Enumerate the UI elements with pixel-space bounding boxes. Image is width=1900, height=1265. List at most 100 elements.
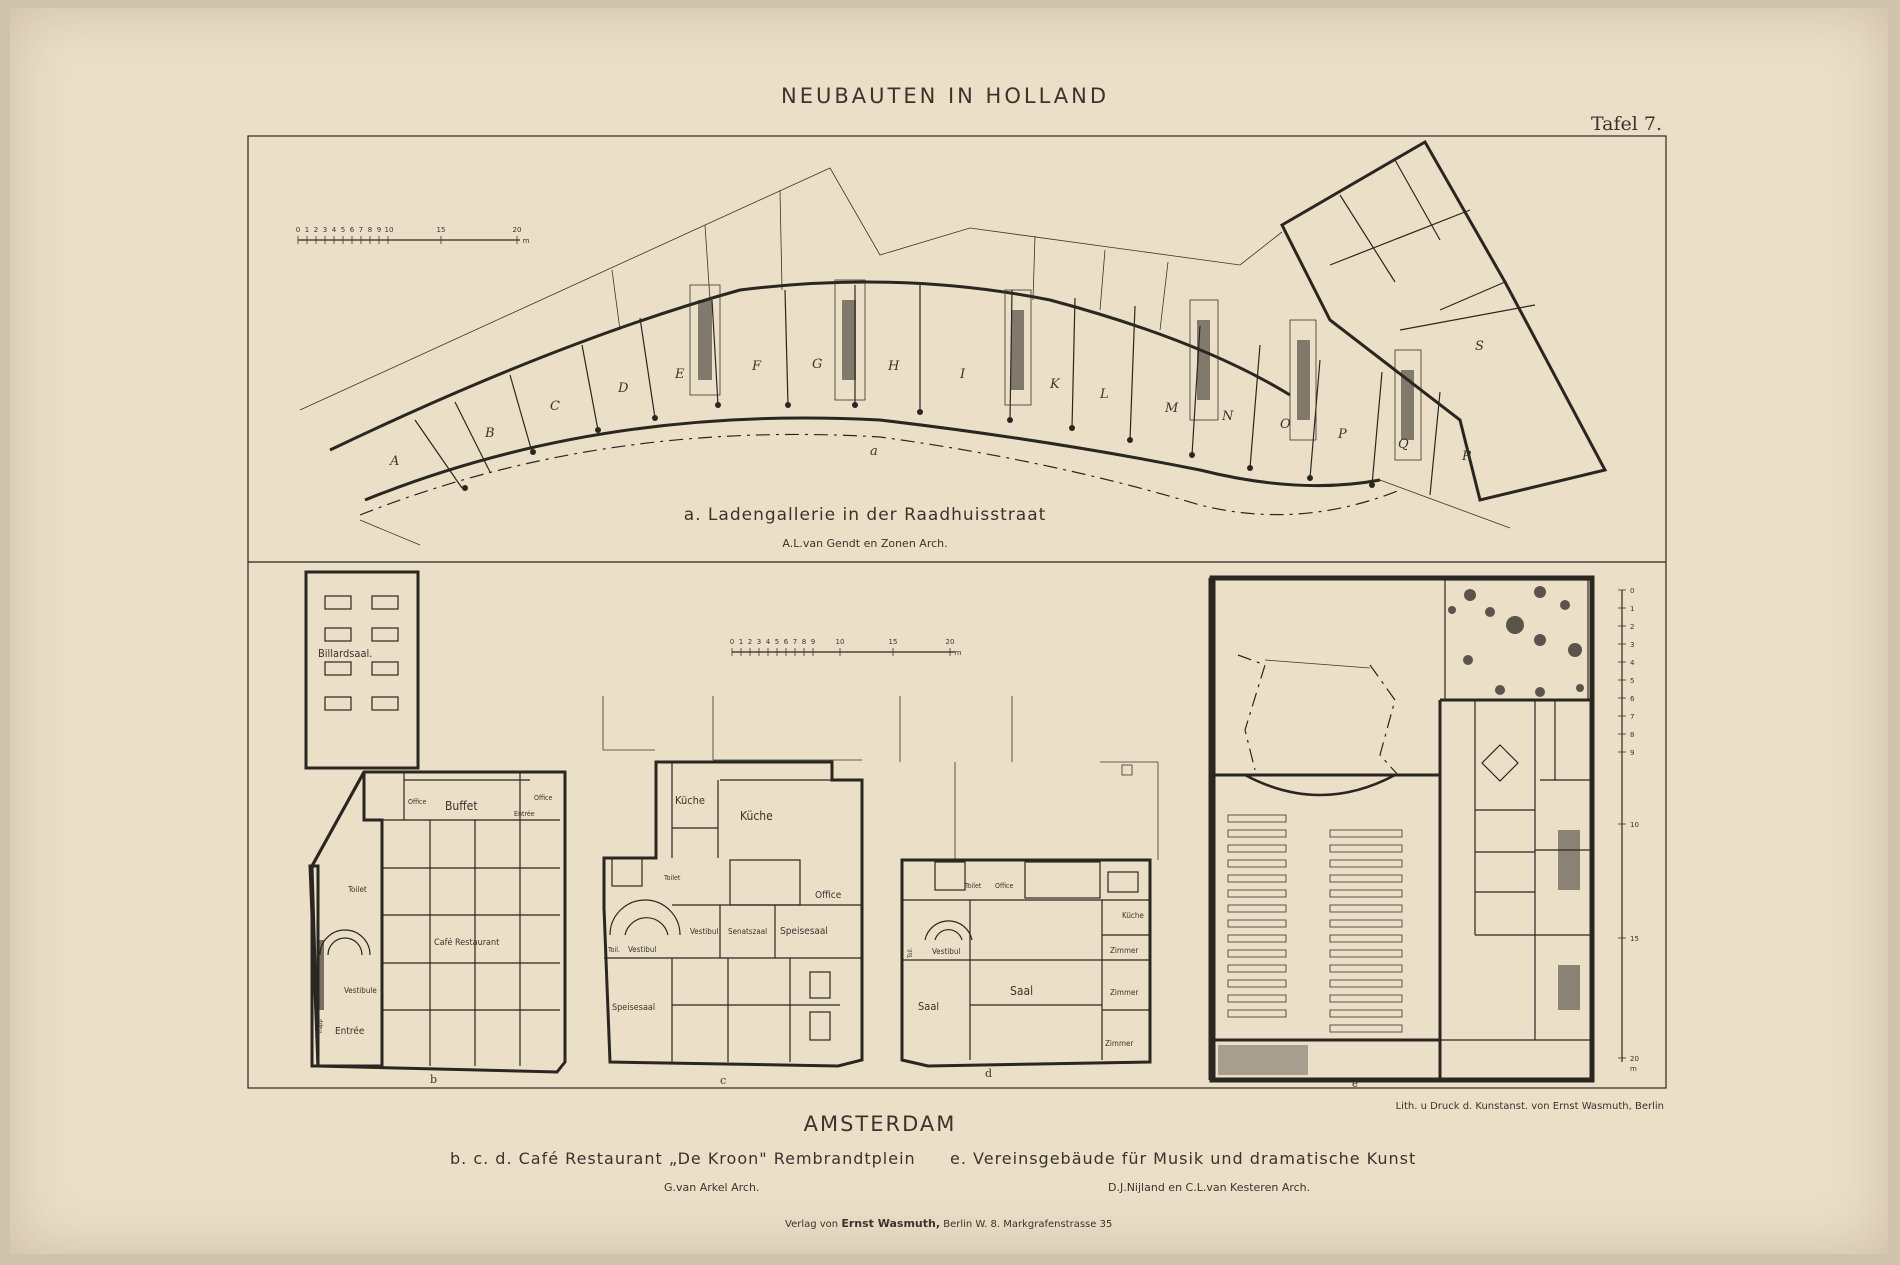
unit-label: K xyxy=(1049,377,1061,392)
auditorium-seating xyxy=(1227,814,1403,1033)
svg-text:4: 4 xyxy=(1630,659,1635,667)
unit-label: C xyxy=(550,399,560,414)
publisher-line: Verlag von Ernst Wasmuth, Berlin W. 8. M… xyxy=(785,1217,1112,1230)
svg-text:5: 5 xyxy=(341,226,345,234)
room-zimmer: Zimmer xyxy=(1110,946,1138,955)
plan-e-vereinsgebaeude: e xyxy=(1208,575,1595,1090)
unit-label: M xyxy=(1164,401,1179,416)
svg-text:15: 15 xyxy=(1630,935,1639,943)
unit-label: E xyxy=(674,367,685,382)
svg-text:20: 20 xyxy=(1630,1055,1639,1063)
svg-text:1: 1 xyxy=(305,226,309,234)
room-buffet: Buffet xyxy=(445,799,478,813)
svg-text:2: 2 xyxy=(748,638,752,646)
room-toilet: Toil. xyxy=(607,946,620,954)
plan-e-marker: e xyxy=(1352,1079,1358,1090)
svg-text:7: 7 xyxy=(793,638,797,646)
room-office: Office xyxy=(995,882,1014,890)
svg-text:3: 3 xyxy=(757,638,761,646)
room-kueche: Küche xyxy=(1122,911,1144,920)
unit-label: O xyxy=(1280,417,1291,432)
room-toilet: Toilet xyxy=(663,874,681,882)
svg-text:3: 3 xyxy=(1630,641,1634,649)
room-vestibul: Vestibul xyxy=(690,927,718,936)
room-billardsaal: Billardsaal. xyxy=(318,647,372,660)
svg-text:9: 9 xyxy=(811,638,815,646)
unit-label: F xyxy=(751,359,762,374)
svg-text:7: 7 xyxy=(1630,713,1634,721)
room-kueche: Küche xyxy=(740,809,773,823)
plan-b-cafe-restaurant: Billardsaal. Buffet Office Office Entrée… xyxy=(304,570,567,1086)
plan-c-marker: c xyxy=(720,1074,726,1087)
city-title: AMSTERDAM xyxy=(804,1112,957,1136)
svg-text:8: 8 xyxy=(1630,731,1634,739)
room-toilet: Toilet xyxy=(964,882,982,890)
plan-a-architect: A.L.van Gendt en Zonen Arch. xyxy=(782,537,947,550)
svg-text:0: 0 xyxy=(1630,587,1634,595)
unit-label: R xyxy=(1461,449,1472,464)
svg-text:1: 1 xyxy=(739,638,743,646)
unit-label: Q xyxy=(1398,437,1409,452)
unit-label: I xyxy=(959,367,966,382)
room-saal: Saal xyxy=(918,1000,939,1013)
svg-text:m: m xyxy=(1630,1065,1637,1073)
unit-label: N xyxy=(1221,409,1234,424)
plate-title: NEUBAUTEN IN HOLLAND xyxy=(781,84,1109,108)
svg-text:2: 2 xyxy=(1630,623,1634,631)
plate-number: Tafel 7. xyxy=(1591,113,1662,135)
room-office: Office xyxy=(408,798,427,806)
svg-text:8: 8 xyxy=(802,638,806,646)
svg-text:15: 15 xyxy=(437,226,446,234)
room-side: Trapp xyxy=(317,1019,324,1035)
svg-text:20: 20 xyxy=(513,226,522,234)
plan-b-marker: b xyxy=(430,1073,437,1086)
svg-text:4: 4 xyxy=(332,226,337,234)
room-toilet: Toilet xyxy=(347,885,367,894)
room-cafe-restaurant: Café Restaurant xyxy=(434,937,499,948)
svg-text:6: 6 xyxy=(784,638,789,646)
svg-text:15: 15 xyxy=(889,638,898,646)
unit-label: S xyxy=(1475,339,1484,354)
room-zimmer: Zimmer xyxy=(1110,988,1138,997)
svg-text:2: 2 xyxy=(314,226,318,234)
plan-a-marker: a xyxy=(870,444,878,459)
scale-bar-right: 0 1 2 3 4 5 6 7 8 9 10 15 20 m xyxy=(1618,587,1639,1073)
room-saal: Saal xyxy=(1010,984,1033,998)
plan-d-marker: d xyxy=(985,1067,992,1080)
svg-text:m: m xyxy=(523,237,530,245)
unit-label: H xyxy=(887,359,900,374)
svg-text:1: 1 xyxy=(1630,605,1634,613)
svg-text:5: 5 xyxy=(775,638,779,646)
caption-bcd: b. c. d. Café Restaurant „De Kroon" Remb… xyxy=(450,1149,916,1168)
room-zimmer: Zimmer xyxy=(1105,1039,1133,1048)
svg-text:8: 8 xyxy=(368,226,372,234)
svg-text:20: 20 xyxy=(946,638,955,646)
room-vestibule: Vestibule xyxy=(344,986,377,995)
room-office: Office xyxy=(534,794,553,802)
caption-e: e. Vereinsgebäude für Musik und dramatis… xyxy=(950,1149,1416,1168)
plate-frame xyxy=(247,135,1667,1089)
svg-text:5: 5 xyxy=(1630,677,1634,685)
unit-label: A xyxy=(389,454,399,469)
svg-text:7: 7 xyxy=(359,226,363,234)
svg-text:10: 10 xyxy=(836,638,845,646)
svg-text:9: 9 xyxy=(377,226,381,234)
room-speisesaal: Speisesaal xyxy=(612,1003,655,1013)
svg-text:6: 6 xyxy=(350,226,355,234)
room-entree: Entrée xyxy=(335,1025,365,1037)
unit-label: P xyxy=(1337,427,1347,442)
room-vestibul: Vestibul xyxy=(932,947,960,956)
svg-text:9: 9 xyxy=(1630,749,1634,757)
plan-a-title: a. Ladengallerie in der Raadhuisstraat xyxy=(684,505,1047,525)
svg-text:10: 10 xyxy=(385,226,394,234)
architect-e: D.J.Nijland en C.L.van Kesteren Arch. xyxy=(1108,1181,1310,1194)
unit-label: L xyxy=(1099,387,1109,402)
scale-bar-middle: 0 1 2 3 4 5 6 7 8 9 10 15 20 m xyxy=(730,638,962,657)
room-entree: Entrée xyxy=(514,810,535,818)
architect-bcd: G.van Arkel Arch. xyxy=(664,1181,759,1194)
plan-d-cafe-restaurant: Toilet Office Küche Vestibul Toil. Zimme… xyxy=(899,696,1159,1080)
printer-credit: Lith. u Druck d. Kunstanst. von Ernst Wa… xyxy=(1396,1101,1664,1112)
room-senatszaal: Senatszaal xyxy=(728,927,767,936)
room-speisesaal: Speisesaal xyxy=(780,926,828,937)
room-office: Office xyxy=(815,890,842,901)
